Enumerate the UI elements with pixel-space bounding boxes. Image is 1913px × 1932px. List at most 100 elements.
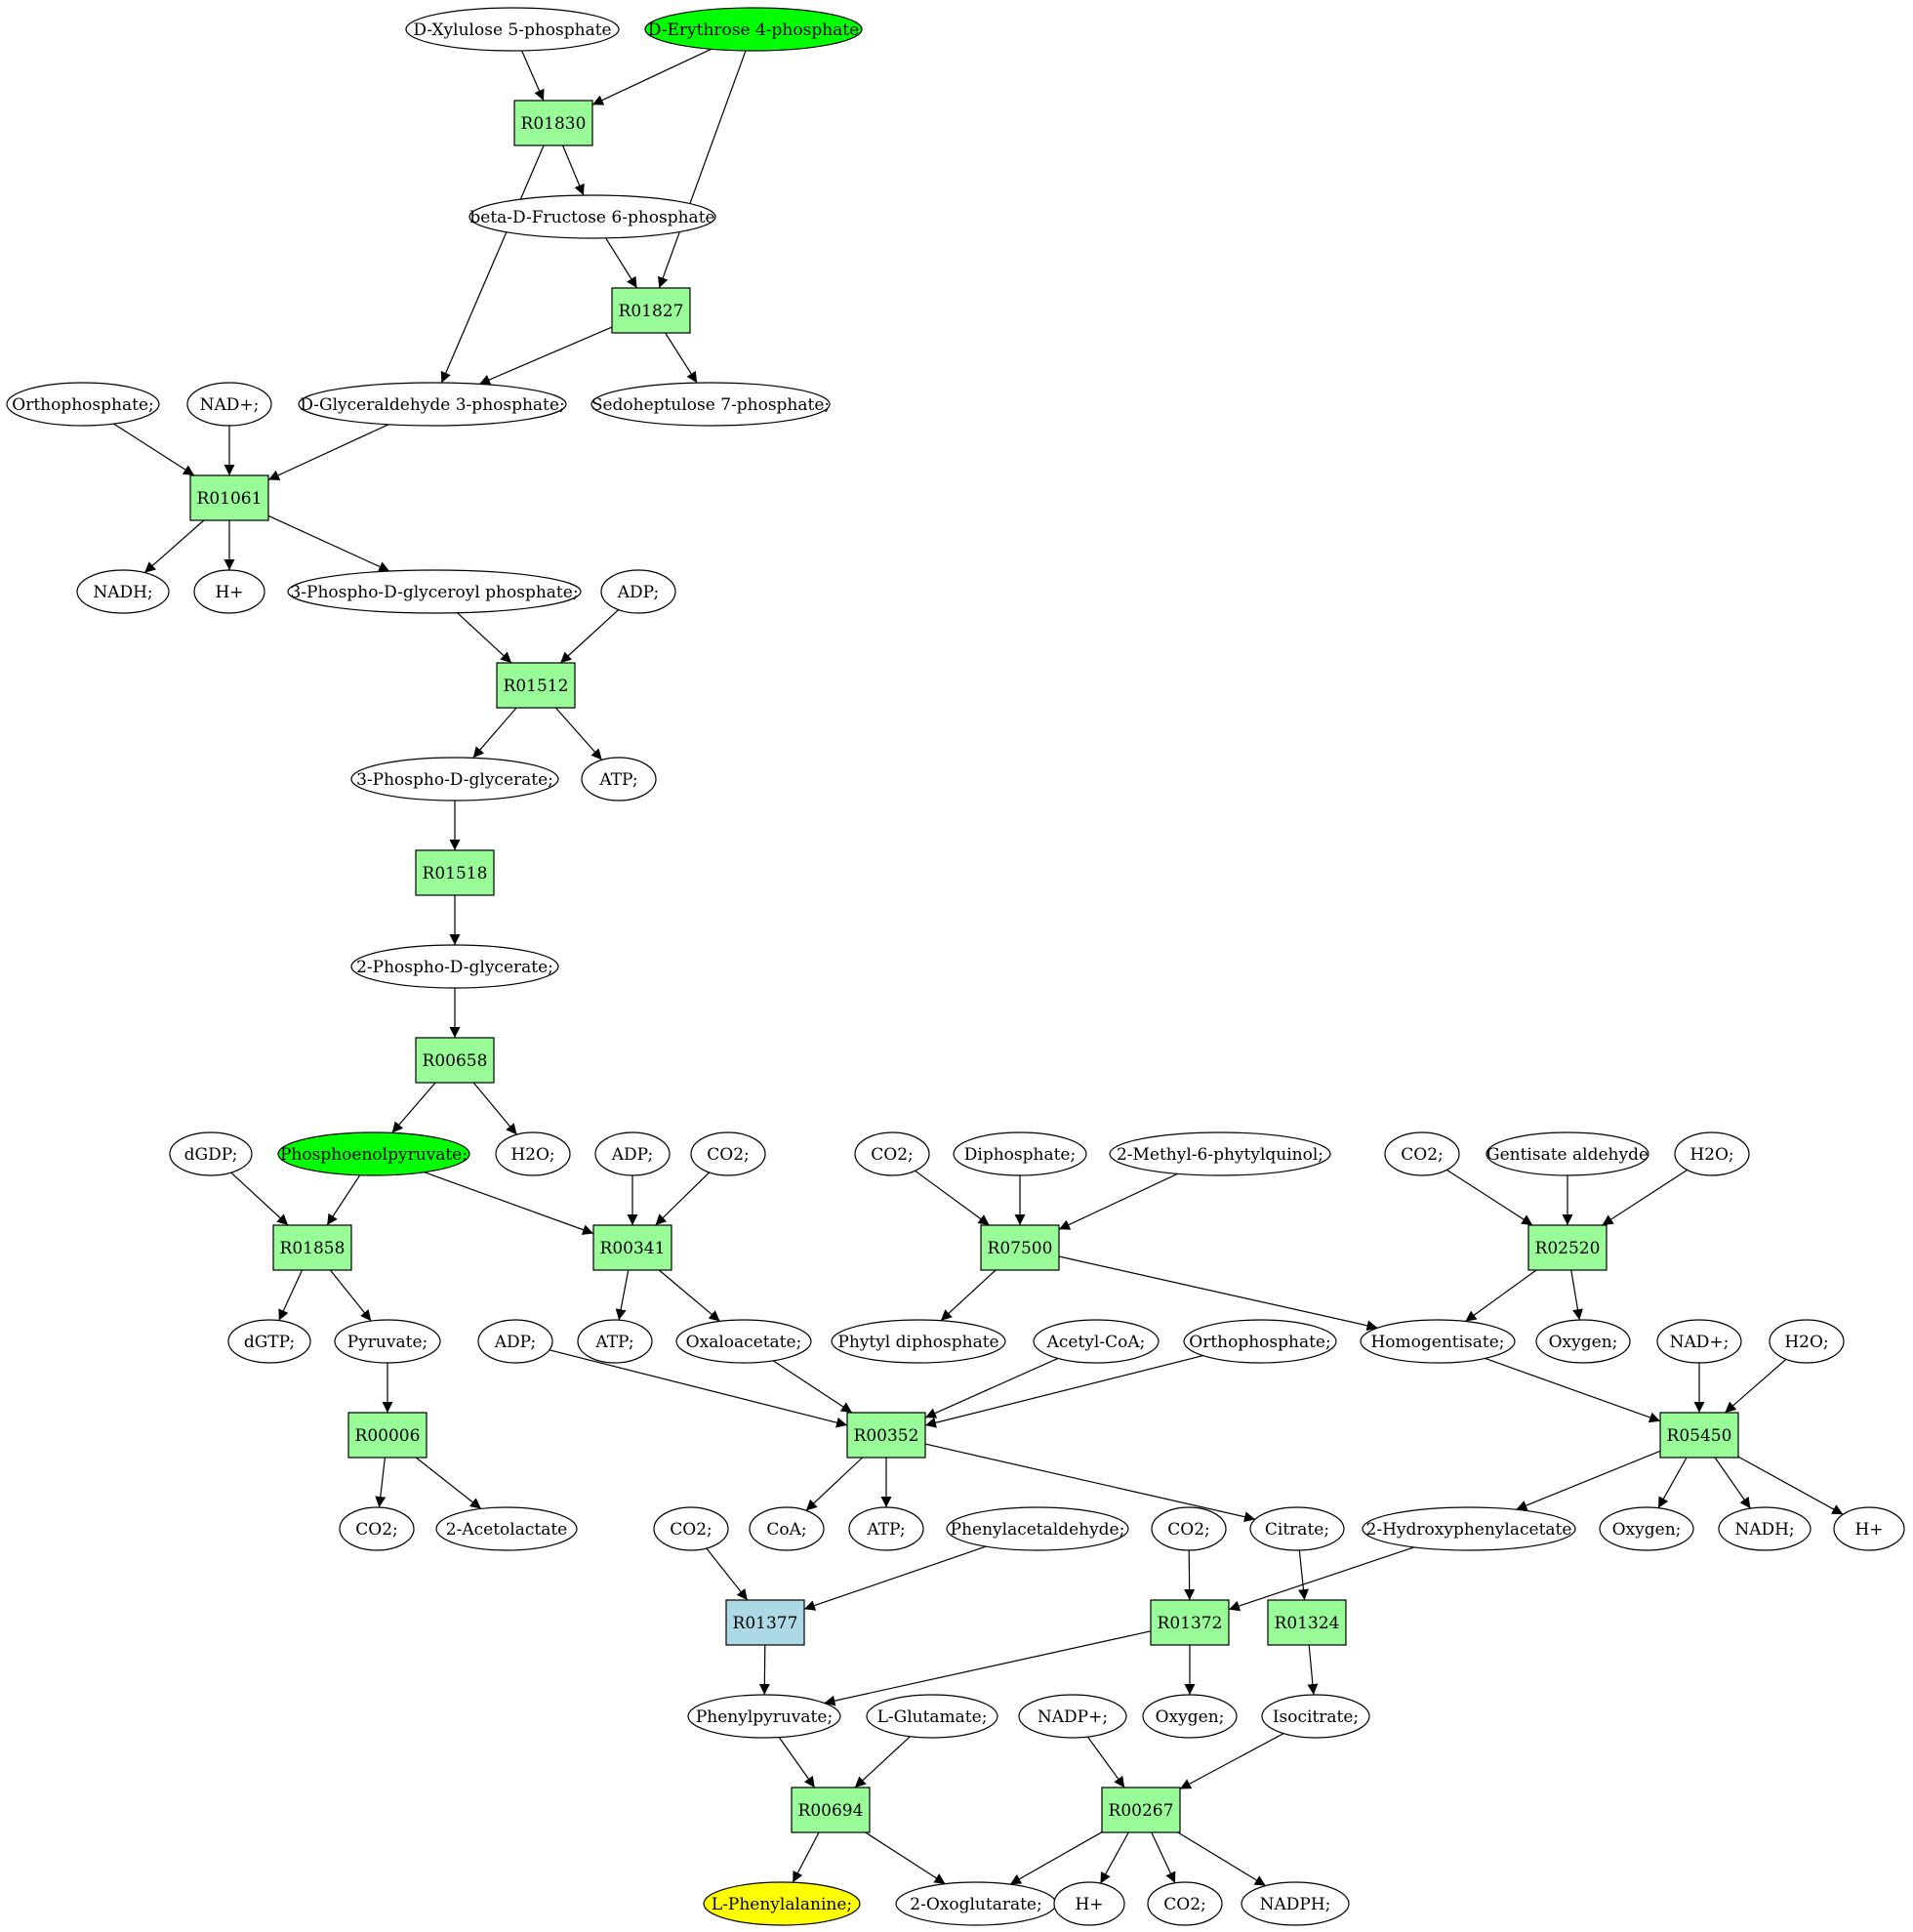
compound-node-c_nadph[interactable]: NADPH;	[1241, 1881, 1350, 1926]
reaction-node-r_R01061[interactable]: R01061	[189, 474, 269, 521]
compound-ellipse	[1249, 1506, 1345, 1551]
compound-node-c_atp_3[interactable]: ATP;	[848, 1506, 924, 1551]
compound-node-c_coa[interactable]: CoA;	[749, 1506, 825, 1551]
edge-r_R00341-to-c_oxaloacetate	[658, 1269, 720, 1322]
node-label: R01518	[423, 864, 488, 884]
compound-ellipse	[1486, 1131, 1649, 1176]
reaction-node-r_R00694[interactable]: R00694	[791, 1787, 871, 1833]
reaction-node-r_R01377[interactable]: R01377	[725, 1599, 805, 1646]
compound-node-c_acetylcoa[interactable]: Acetyl-CoA;	[1033, 1319, 1160, 1364]
compound-node-c_oxygen_1[interactable]: Oxygen;	[1535, 1319, 1631, 1364]
compound-node-c_2hpa[interactable]: 2-Hydroxyphenylacetate	[1362, 1506, 1576, 1551]
compound-node-c_glutamate[interactable]: L-Glutamate;	[866, 1694, 998, 1739]
compound-ellipse	[334, 1319, 441, 1364]
reaction-node-r_R01372[interactable]: R01372	[1150, 1599, 1230, 1646]
compound-node-c_nadp[interactable]: NADP+;	[1018, 1694, 1127, 1739]
compound-node-c_nad_1[interactable]: NAD+;	[186, 382, 272, 427]
compound-node-c_oxygen_2[interactable]: Oxygen;	[1599, 1506, 1694, 1551]
compound-node-c_atp_1[interactable]: ATP;	[581, 757, 657, 802]
compound-node-c_xylulose5p[interactable]: D-Xylulose 5-phosphate	[405, 7, 620, 52]
compound-node-c_citrate[interactable]: Citrate;	[1249, 1506, 1345, 1551]
compound-node-c_phe[interactable]: L-Phenylalanine;	[703, 1881, 861, 1926]
compound-node-c_co2_4[interactable]: CO2;	[339, 1506, 415, 1551]
compound-node-c_orthophosphate_1[interactable]: Orthophosphate;	[6, 382, 160, 427]
compound-node-c_adp_1[interactable]: ADP;	[600, 569, 676, 614]
compound-ellipse	[186, 382, 272, 427]
node-label: ADP;	[494, 1333, 536, 1352]
compound-node-c_nadh_1[interactable]: NADH;	[76, 569, 170, 614]
compound-node-c_h2o_3[interactable]: H2O;	[1769, 1319, 1845, 1364]
compound-node-c_g3p[interactable]: D-Glyceraldehyde 3-phosphate;	[298, 382, 567, 427]
compound-node-c_nadh_2[interactable]: NADH;	[1718, 1506, 1811, 1551]
compound-node-c_dgdp[interactable]: dGDP;	[169, 1131, 253, 1176]
edge-r_R00658-to-c_h2o_1	[472, 1082, 517, 1135]
reaction-node-r_R00658[interactable]: R00658	[415, 1037, 495, 1084]
reaction-node-r_R00341[interactable]: R00341	[592, 1224, 672, 1271]
compound-node-c_nad_2[interactable]: NAD+;	[1656, 1319, 1742, 1364]
compound-node-c_diphosphate[interactable]: Diphosphate;	[953, 1131, 1087, 1176]
compound-node-c_mpq[interactable]: 2-Methyl-6-phytylquinol;	[1109, 1131, 1331, 1176]
compound-node-c_gentisald[interactable]: Gentisate aldehyde	[1486, 1131, 1649, 1176]
compound-node-c_phenylacetaldehyde[interactable]: Phenylacetaldehyde;	[946, 1506, 1129, 1551]
compound-node-c_co2_1[interactable]: CO2;	[690, 1131, 766, 1176]
edge-c_dgdp-to-r_R01858	[230, 1172, 289, 1226]
node-label: CO2;	[670, 1520, 712, 1540]
compound-node-c_co2_5[interactable]: CO2;	[653, 1506, 729, 1551]
compound-node-c_h2o_1[interactable]: H2O;	[495, 1131, 571, 1176]
compound-node-c_h_3[interactable]: H+	[1053, 1881, 1125, 1926]
edge-r_R00341-to-c_atp_2	[615, 1269, 630, 1321]
compound-ellipse	[1656, 1319, 1742, 1364]
compound-node-c_erythrose4p[interactable]: D-Erythrose 4-phosphate	[644, 7, 863, 52]
reaction-node-r_R02520[interactable]: R02520	[1527, 1224, 1608, 1271]
compound-node-c_oxaloacetate[interactable]: Oxaloacetate;	[675, 1319, 812, 1364]
compound-node-c_atp_2[interactable]: ATP;	[577, 1319, 653, 1364]
edge-r_R07500-to-c_homogentisate	[1058, 1255, 1378, 1332]
compound-node-c_oxygen_3[interactable]: Oxygen;	[1142, 1694, 1238, 1739]
compound-node-c_co2_6[interactable]: CO2;	[1151, 1506, 1227, 1551]
compound-node-c_isocitrate[interactable]: Isocitrate;	[1261, 1694, 1370, 1739]
node-label: Orthophosphate;	[12, 395, 153, 415]
compound-node-c_adp_2[interactable]: ADP;	[594, 1131, 671, 1176]
reaction-node-r_R01512[interactable]: R01512	[496, 662, 576, 709]
compound-node-c_adp_3[interactable]: ADP;	[477, 1319, 553, 1364]
compound-node-c_2pg[interactable]: 2-Phospho-D-glycerate;	[350, 944, 559, 989]
compound-node-c_h2o_2[interactable]: H2O;	[1674, 1131, 1750, 1176]
edge-c_homogentisate-to-r_R05450	[1485, 1357, 1661, 1423]
reaction-node-r_R07500[interactable]: R07500	[980, 1224, 1060, 1271]
compound-node-c_h_2[interactable]: H+	[1833, 1506, 1905, 1551]
compound-node-c_co2_2[interactable]: CO2;	[854, 1131, 930, 1176]
compound-node-c_bfructose6p[interactable]: beta-D-Fructose 6-phosphate	[468, 194, 716, 239]
compound-node-c_2og[interactable]: 2-Oxoglutarate;	[895, 1881, 1057, 1926]
compound-ellipse	[831, 1319, 1006, 1364]
compound-node-c_sedoheptulose7p[interactable]: Sedoheptulose 7-phosphate;	[590, 382, 831, 427]
reaction-node-r_R05450[interactable]: R05450	[1659, 1412, 1739, 1459]
compound-node-c_pyruvate[interactable]: Pyruvate;	[334, 1319, 441, 1364]
edge-r_R01827-to-c_g3p	[478, 326, 613, 386]
compound-node-c_pep[interactable]: Phosphoenolpyruvate;	[277, 1131, 470, 1176]
compound-node-c_acetolactate[interactable]: 2-Acetolactate	[435, 1506, 578, 1551]
reaction-node-r_R00006[interactable]: R00006	[347, 1412, 427, 1459]
reaction-node-r_R01830[interactable]: R01830	[513, 100, 593, 146]
compound-node-c_3pg[interactable]: 3-Phospho-D-glycerate;	[350, 757, 559, 802]
reaction-node-r_R01324[interactable]: R01324	[1267, 1599, 1347, 1646]
edge-r_R00267-to-c_2og	[1009, 1831, 1103, 1885]
compound-node-c_orthophosphate_2[interactable]: Orthophosphate;	[1183, 1319, 1337, 1364]
reaction-node-r_R01858[interactable]: R01858	[272, 1224, 352, 1271]
compound-node-c_co2_3[interactable]: CO2;	[1384, 1131, 1460, 1176]
reaction-node-r_R01518[interactable]: R01518	[415, 849, 495, 896]
compound-node-c_dgtp[interactable]: dGTP;	[227, 1319, 311, 1364]
compound-node-c_h_1[interactable]: H+	[193, 569, 265, 614]
reaction-node-r_R00267[interactable]: R00267	[1101, 1787, 1181, 1833]
compound-ellipse	[1261, 1694, 1370, 1739]
compound-node-c_phytyldp[interactable]: Phytyl diphosphate	[831, 1319, 1006, 1364]
edge-c_pep-to-r_R00341	[424, 1172, 594, 1235]
compound-node-c_homogentisate[interactable]: Homogentisate;	[1360, 1319, 1516, 1364]
compound-node-c_3pdgp[interactable]: 3-Phospho-D-glyceroyl phosphate;	[287, 569, 582, 614]
node-label: 2-Hydroxyphenylacetate	[1366, 1520, 1572, 1540]
edge-r_R00694-to-c_2og	[865, 1831, 946, 1885]
reaction-node-r_R00352[interactable]: R00352	[846, 1412, 926, 1459]
reaction-node-r_R01827[interactable]: R01827	[611, 287, 691, 334]
compound-ellipse	[277, 1131, 470, 1176]
compound-node-c_co2_7[interactable]: CO2;	[1147, 1881, 1223, 1926]
compound-node-c_phenylpyruvate[interactable]: Phenylpyruvate;	[687, 1694, 841, 1739]
